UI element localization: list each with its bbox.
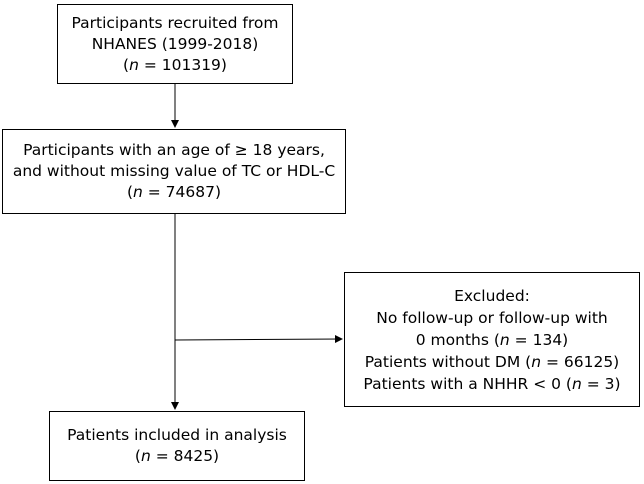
box-excluded: Excluded: No follow-up or follow-up with… <box>344 272 640 407</box>
excluded-item-1-line-2: 0 months (n = 134) <box>416 329 568 351</box>
age-filter-count-value: = 74687) <box>142 183 222 201</box>
excluded-item-1-line-1: No follow-up or follow-up with <box>376 308 608 327</box>
included-count: (n = 8425) <box>135 446 219 467</box>
excluded-item-3-prefix: Patients with a NHHR < 0 ( <box>363 374 572 393</box>
excluded-heading: Excluded: <box>454 286 530 305</box>
excluded-item-2: Patients without DM (n = 66125) <box>365 351 619 373</box>
included-count-prefix: ( <box>134 447 141 465</box>
age-filter-count-n: n <box>133 183 143 201</box>
box-patients-included: Patients included in analysis (n = 8425) <box>49 411 305 481</box>
box-age-filter: Participants with an age of ≥ 18 years, … <box>2 129 346 214</box>
recruited-count-n: n <box>129 55 139 74</box>
excluded-item-3-value: = 3) <box>581 374 621 393</box>
recruited-count-value: = 101319) <box>138 55 227 74</box>
box-participants-recruited: Participants recruited from NHANES (1999… <box>57 4 293 84</box>
excluded-item-1-n: n <box>499 330 510 349</box>
age-filter-count: (n = 74687) <box>127 182 221 203</box>
age-filter-line-2: and without missing value of TC or HDL-C <box>12 162 336 180</box>
excluded-item-1-prefix: 0 months ( <box>415 330 500 349</box>
included-count-value: = 8425) <box>150 447 220 465</box>
recruited-count: (n = 101319) <box>123 55 227 76</box>
excluded-item-3: Patients with a NHHR < 0 (n = 3) <box>363 373 620 395</box>
excluded-item-2-prefix: Patients without DM ( <box>364 352 532 371</box>
arrow-to-excluded <box>174 335 343 344</box>
included-line-1: Patients included in analysis <box>67 426 287 444</box>
age-filter-line-1: Participants with an age of ≥ 18 years, <box>23 141 325 159</box>
recruited-count-prefix: ( <box>123 55 130 74</box>
age-filter-count-prefix: ( <box>126 183 134 201</box>
excluded-item-1-value: = 134) <box>509 330 569 349</box>
excluded-item-3-n: n <box>571 374 582 393</box>
excluded-item-2-n: n <box>531 352 542 371</box>
excluded-item-2-value: = 66125) <box>541 352 620 371</box>
recruited-line-1: Participants recruited from <box>71 13 279 32</box>
recruited-line-2: NHANES (1999-2018) <box>91 34 259 53</box>
included-count-n: n <box>140 447 151 465</box>
